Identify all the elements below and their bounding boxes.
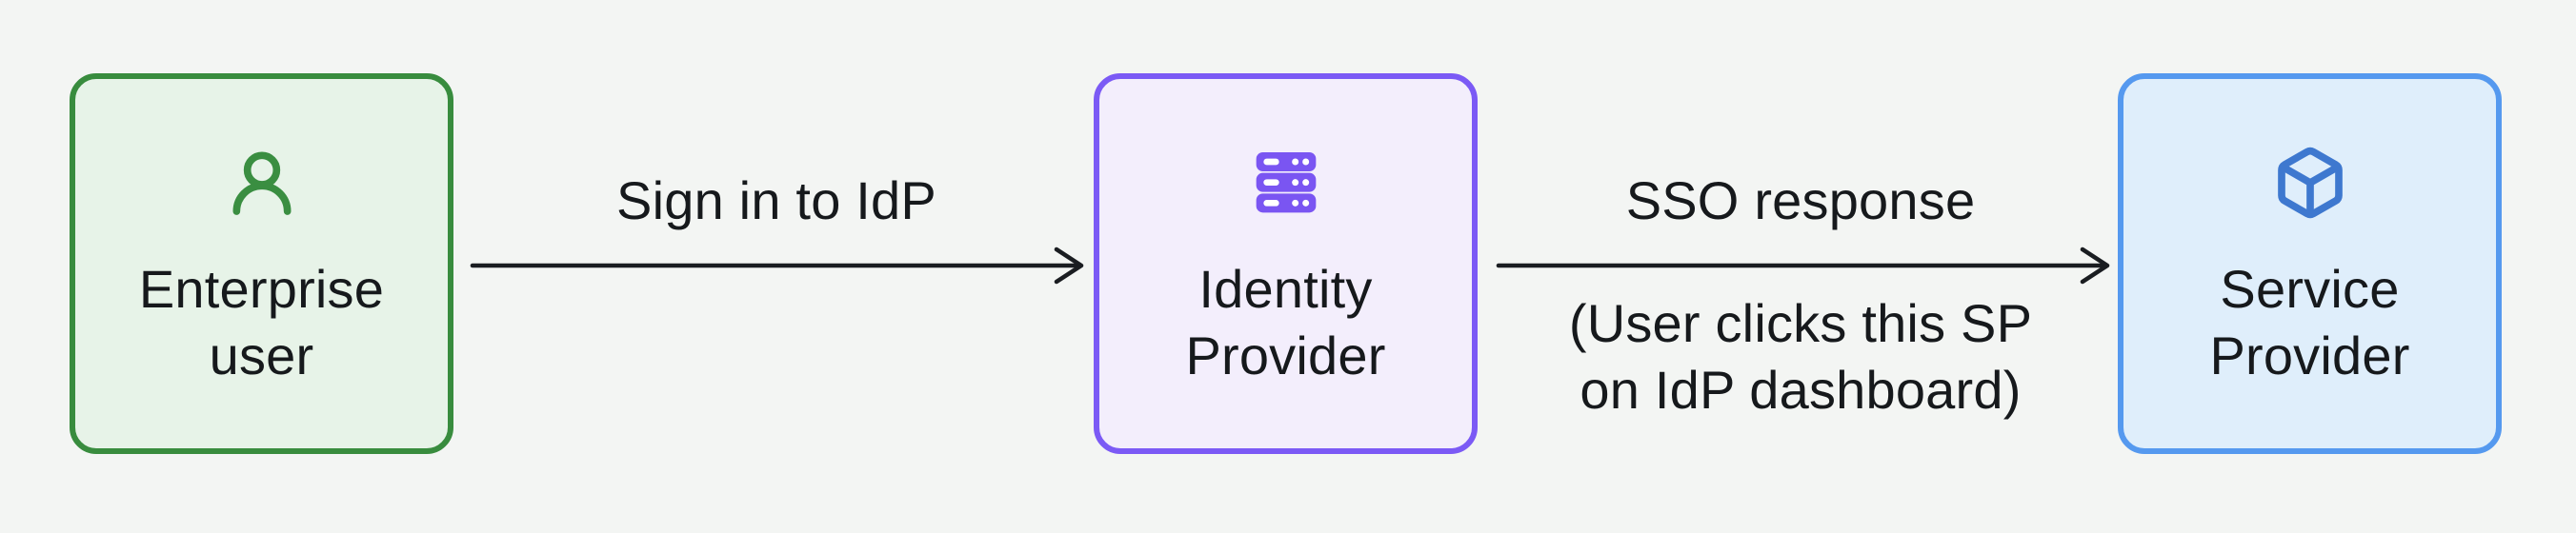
cube-outline [2277, 147, 2343, 219]
edge-note-line: on IdP dashboard) [1580, 360, 2022, 420]
edge-label-sign-in: Sign in to IdP [616, 170, 936, 230]
arrow-head [2080, 247, 2110, 285]
user-shoulders [232, 182, 291, 215]
user-icon [232, 151, 291, 215]
user-head [243, 151, 280, 188]
node-enterprise-user: Enterprise user [70, 73, 453, 454]
edge-note-sso-response: (User clicks this SP on IdP dashboard) [1494, 290, 2107, 424]
node-label-service-provider: Service Provider [2123, 256, 2496, 389]
edge-note-line: (User clicks this SP [1568, 293, 2033, 353]
server-row [1256, 152, 1316, 171]
cube-icon [2277, 147, 2343, 219]
node-label-text: Identity Provider [1185, 259, 1386, 385]
arrow-shape [1496, 247, 2110, 285]
cube-icon-shape [2277, 147, 2343, 219]
node-label-text: Service Provider [2209, 259, 2410, 385]
server-icon-shape [1256, 152, 1316, 213]
arrow-user-to-idp [470, 247, 1084, 285]
node-label-text: Enterprise user [138, 259, 385, 385]
server-icon [1256, 152, 1316, 213]
arrow-head [1054, 247, 1084, 285]
server-row [1256, 193, 1316, 213]
server-row [1256, 172, 1316, 192]
user-icon-shape [232, 151, 291, 215]
node-label-enterprise-user: Enterprise user [75, 256, 448, 389]
node-label-identity-provider: Identity Provider [1099, 256, 1472, 389]
edge-label-sso-response: SSO response [1625, 170, 1976, 230]
server-row-details [1262, 158, 1309, 207]
node-service-provider: Service Provider [2118, 73, 2502, 454]
arrow-shape [470, 247, 1084, 285]
node-identity-provider: Identity Provider [1094, 73, 1478, 454]
arrow-idp-to-sp [1496, 247, 2110, 285]
